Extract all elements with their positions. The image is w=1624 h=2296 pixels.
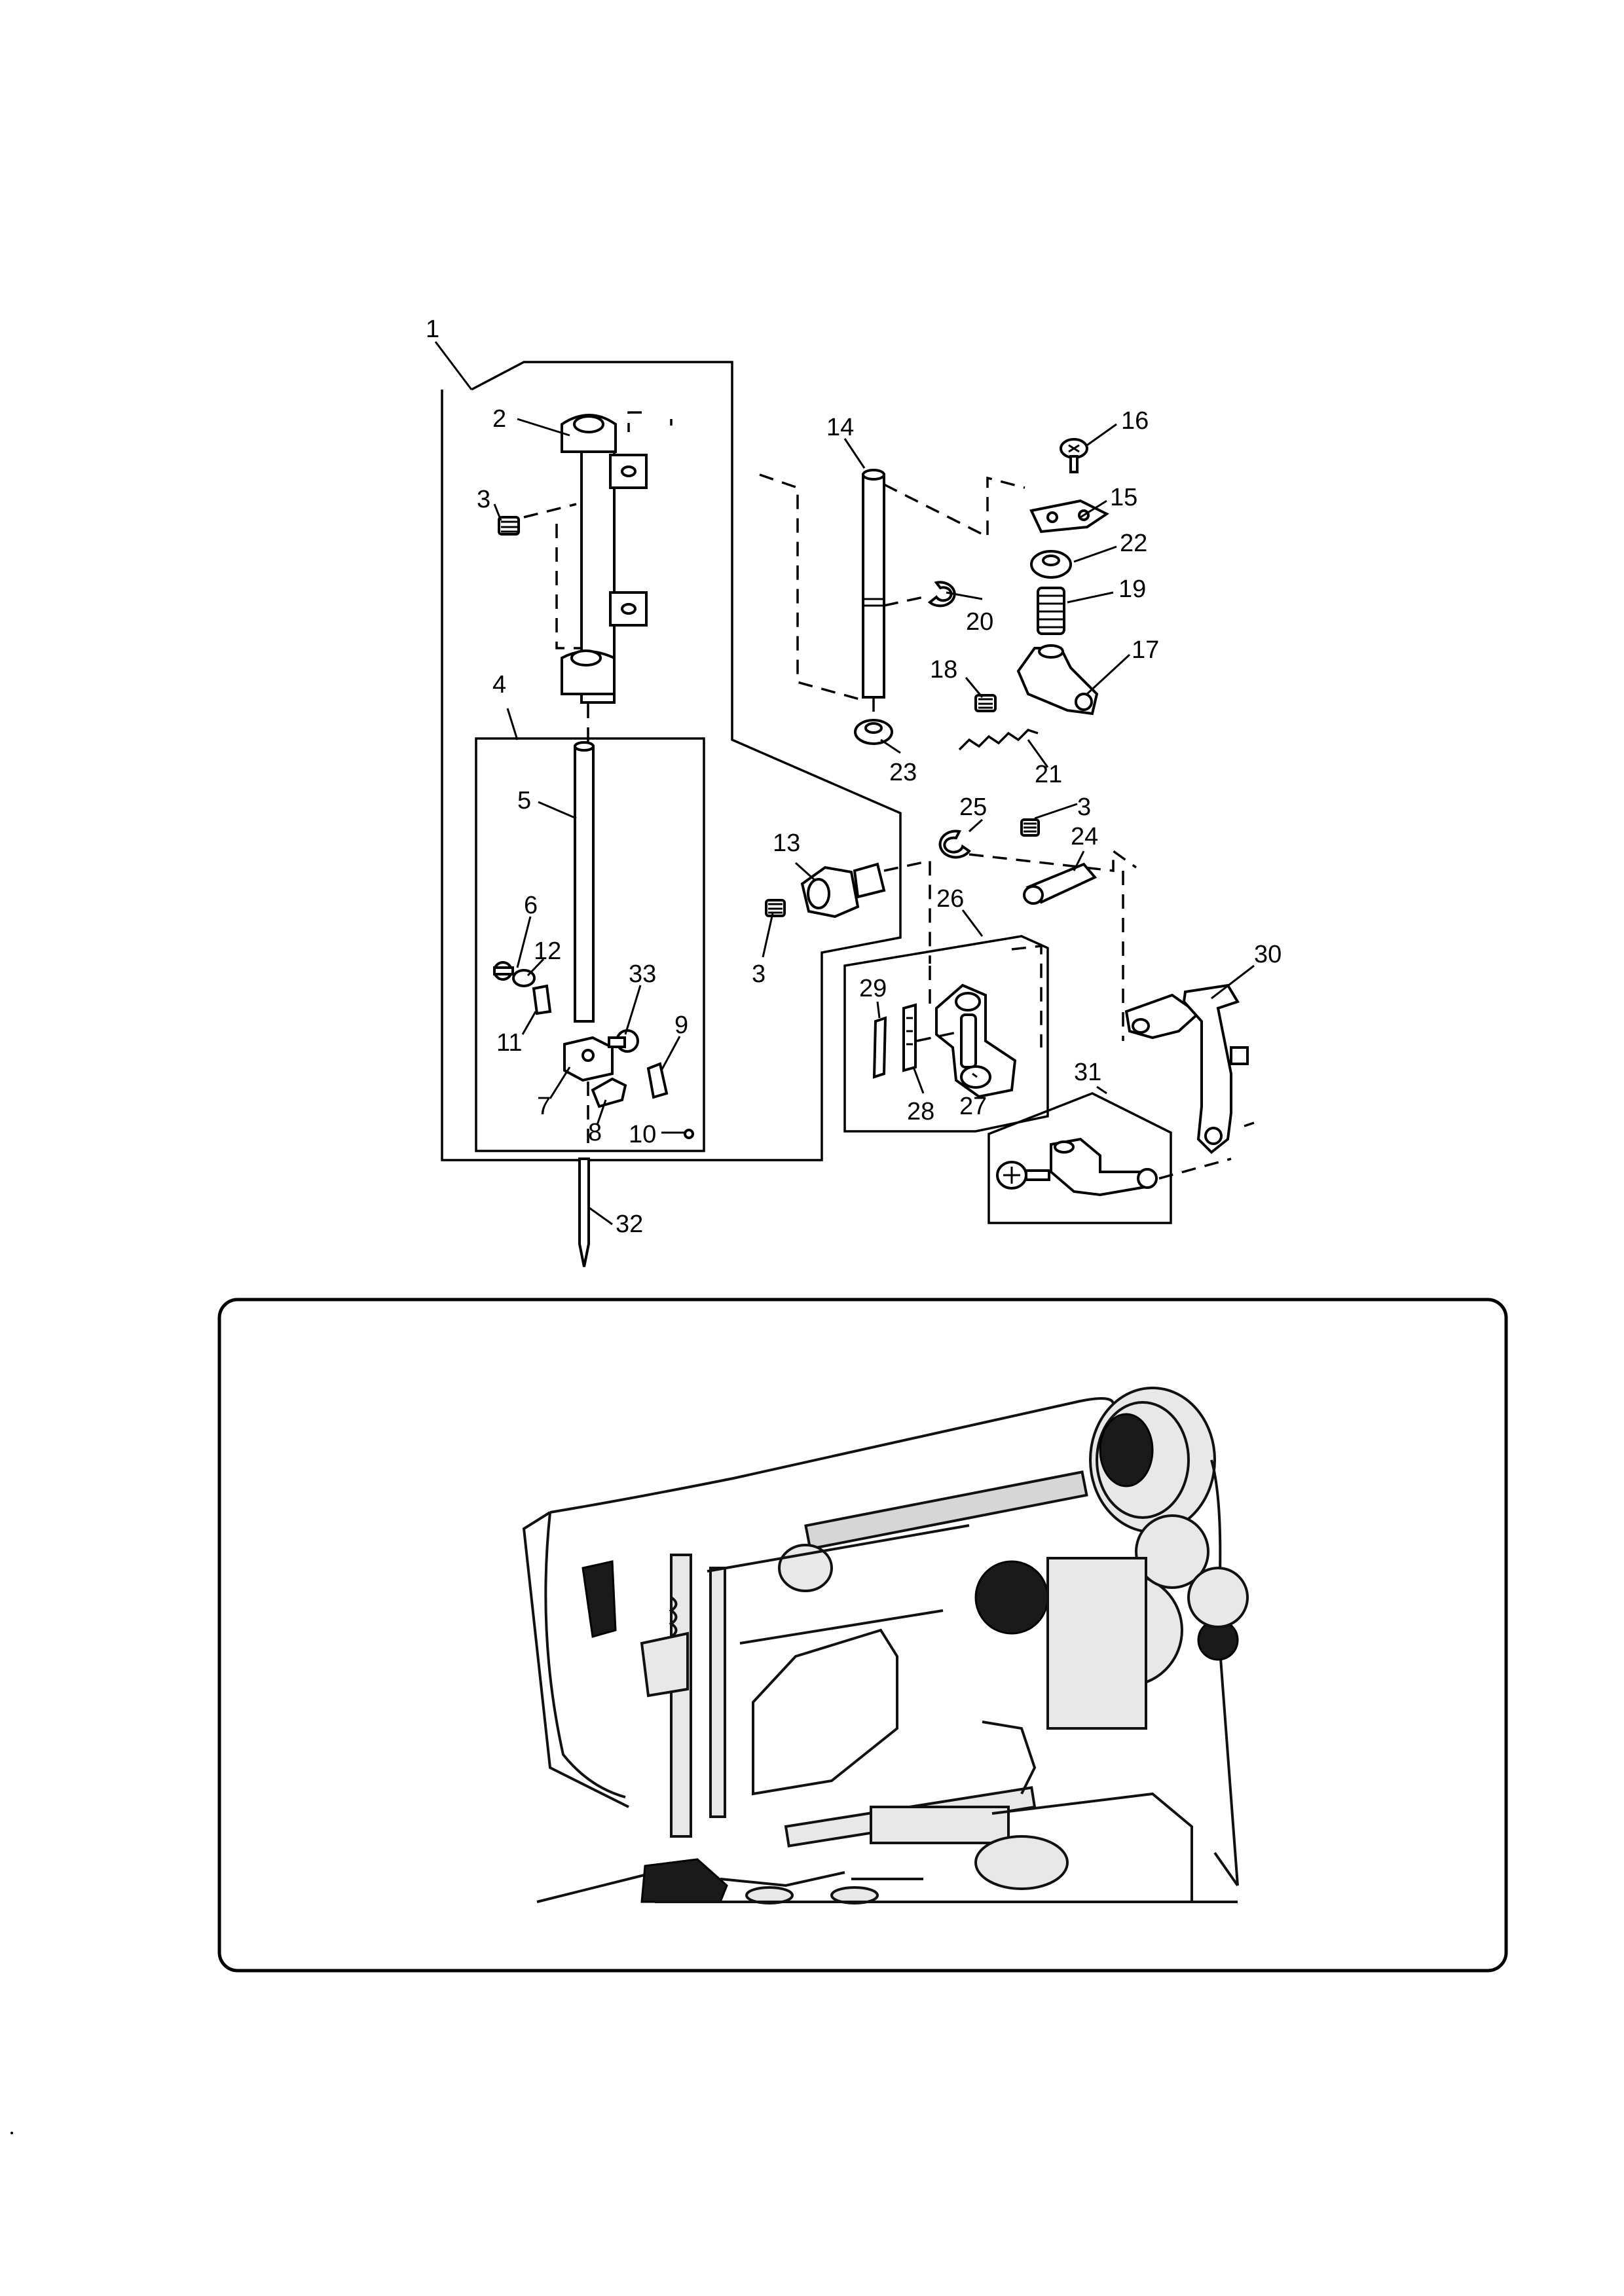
shim-part-28 (902, 1003, 917, 1072)
callout-8: 8 (588, 1119, 602, 1146)
callout-2: 2 (492, 405, 506, 433)
guide-dash-13 (883, 859, 931, 964)
callout-6: 6 (524, 892, 538, 919)
sewing-machine-illustration (522, 1387, 1249, 1904)
guide-dash-30b (1244, 1121, 1255, 1127)
guide-dash-14b (883, 476, 1025, 539)
take-up-lever-part-30 (1124, 983, 1249, 1154)
callout-19: 19 (1118, 575, 1146, 603)
callout-23: 23 (889, 759, 917, 786)
callout-29: 29 (859, 975, 887, 1002)
guide-dash-24 (969, 848, 1137, 872)
callout-3c: 3 (752, 960, 766, 988)
presser-adjust-plate-part-15 (1029, 499, 1109, 534)
assembly-26-outline (843, 935, 1049, 1133)
callout-labels: 1 2 3 3 3 4 5 6 7 8 9 10 11 12 13 14 15 … (426, 316, 1282, 1238)
needle-thread-guide-parts-8-9-10 (591, 1062, 694, 1139)
callout-1: 1 (426, 316, 439, 343)
shim-part-29 (872, 1016, 887, 1079)
callout-33: 33 (629, 960, 656, 988)
callout-18: 18 (930, 656, 957, 683)
set-screw-part-18 (974, 694, 997, 712)
callout-12: 12 (534, 938, 561, 965)
hinge-pin-part-24 (1023, 862, 1098, 905)
callout-3a: 3 (477, 486, 490, 513)
thread-guide-parts-6-12-11 (493, 961, 552, 1015)
crank-rod-assembly-part-31 (996, 1137, 1158, 1197)
callout-17: 17 (1132, 636, 1159, 664)
set-screw-3a (498, 516, 520, 536)
assembly-31-outline (987, 1092, 1172, 1224)
callout-3b: 3 (1077, 793, 1091, 821)
set-screw-3b (765, 899, 786, 917)
callout-26: 26 (936, 885, 964, 913)
nut-part-23 (854, 719, 893, 745)
guide-dash-27 (916, 966, 963, 1042)
callout-30: 30 (1254, 941, 1282, 968)
callout-20: 20 (966, 608, 993, 636)
guide-dash-2b (555, 524, 583, 649)
stray-mark (10, 2132, 13, 2134)
callout-14: 14 (826, 414, 854, 441)
callout-27: 27 (959, 1093, 987, 1120)
assembly-1-outline (441, 361, 902, 1161)
callout-9: 9 (674, 1011, 688, 1039)
assembly-4-outline (475, 737, 705, 1152)
guide-dash-14 (759, 473, 865, 702)
guide-dash-3a (523, 503, 577, 519)
spring-retainer-part-22 (1030, 550, 1072, 579)
set-screw-3c (1020, 818, 1040, 837)
guide-dash-2 (627, 411, 673, 432)
thread-take-up-link-part-27 (935, 983, 1017, 1099)
callout-4: 4 (492, 671, 506, 699)
callout-7: 7 (537, 1093, 551, 1120)
screw-part-16 (1060, 438, 1088, 473)
guide-dash-26 (1011, 945, 1043, 1048)
guide-dash-31 (1158, 1157, 1232, 1180)
callout-32: 32 (616, 1211, 643, 1238)
guide-dash-20 (883, 594, 931, 607)
presser-spring-part-19 (1037, 587, 1065, 635)
callout-leaders (434, 341, 1255, 1226)
thread-take-up-crank-part-13 (800, 862, 886, 919)
callout-24: 24 (1071, 823, 1098, 850)
callout-22: 22 (1120, 530, 1147, 557)
callout-13: 13 (773, 829, 800, 857)
needle-bar-part-5 (574, 741, 595, 1023)
callout-11: 11 (496, 1029, 522, 1057)
callout-28: 28 (907, 1098, 934, 1125)
callout-5: 5 (517, 787, 531, 814)
needle-bar-support-part-2 (561, 414, 648, 704)
needle-clamp-part-7 (563, 1029, 639, 1082)
callout-16: 16 (1121, 407, 1149, 435)
e-ring-part-25 (938, 829, 971, 859)
callout-15: 15 (1110, 484, 1137, 511)
presser-bar-guide-part-17 (1016, 644, 1099, 716)
callout-25: 25 (959, 793, 987, 821)
callout-31: 31 (1074, 1059, 1101, 1086)
e-ring-part-20 (927, 581, 956, 608)
spring-part-21 (958, 728, 1039, 751)
needle-part-32 (578, 1157, 590, 1267)
callout-21: 21 (1035, 761, 1062, 788)
presser-bar-part-14 (862, 469, 885, 699)
callout-10: 10 (629, 1121, 656, 1148)
